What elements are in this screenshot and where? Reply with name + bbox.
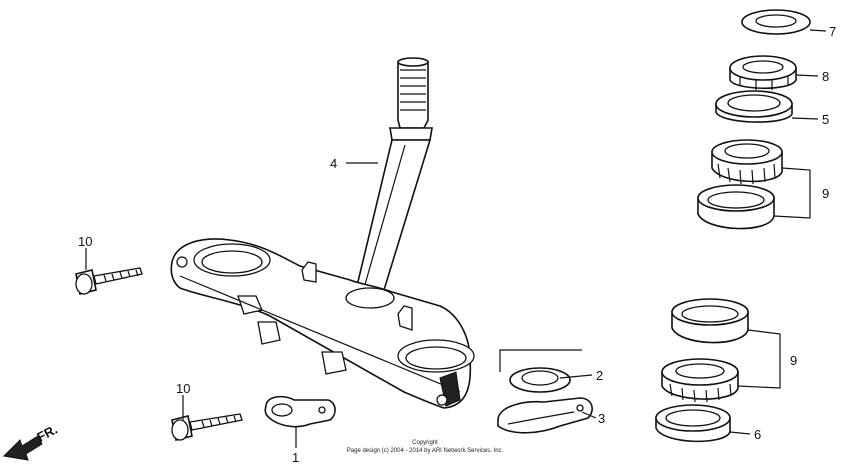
- callout-6: 6: [754, 427, 761, 442]
- callout-10-upper: 10: [78, 234, 92, 249]
- clamp-assembly[interactable]: [497, 349, 593, 434]
- callout-8: 8: [822, 69, 829, 84]
- copyright-line-2: Page design (c) 2004 - 2014 by ARI Netwo…: [347, 448, 504, 454]
- bearing-upper[interactable]: [697, 139, 783, 230]
- callout-7: 7: [829, 24, 836, 39]
- callout-10-lower: 10: [176, 381, 190, 396]
- lock-washer[interactable]: [741, 9, 811, 35]
- bearing-lower[interactable]: [661, 298, 749, 403]
- dust-seal-upper[interactable]: [715, 90, 793, 123]
- callout-labels: 4 7 8 5 9 9 6 2 3 1 10 10: [78, 24, 836, 465]
- callout-9-upper: 9: [822, 186, 829, 201]
- callout-2: 2: [596, 368, 603, 383]
- front-arrow-icon: [2, 435, 43, 461]
- steering-bottom-bridge[interactable]: [170, 238, 475, 409]
- callout-5: 5: [822, 112, 829, 127]
- callout-9-lower: 9: [790, 353, 797, 368]
- steering-stem-nut[interactable]: [729, 55, 797, 90]
- dust-seal-lower[interactable]: [655, 404, 731, 443]
- copyright-line-1: Copyright: [412, 440, 438, 446]
- copyright-notice: Copyright Page design (c) 2004 - 2014 by…: [347, 440, 504, 454]
- steering-stem[interactable]: [354, 57, 433, 291]
- callout-1: 1: [292, 450, 299, 465]
- bolt-upper[interactable]: [75, 267, 143, 295]
- leader-lines: [85, 29, 827, 448]
- callout-3: 3: [598, 411, 605, 426]
- front-direction-indicator: FR.: [2, 422, 60, 461]
- bolt-lower[interactable]: [171, 413, 243, 441]
- cable-guide[interactable]: [264, 395, 336, 428]
- callout-4: 4: [330, 156, 337, 171]
